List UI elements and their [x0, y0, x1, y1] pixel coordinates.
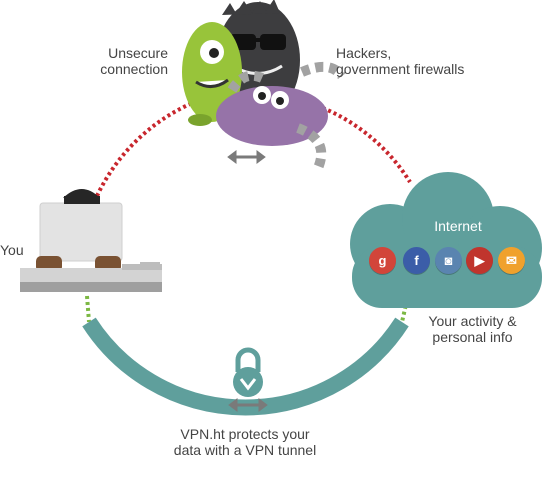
secure-link-right	[400, 299, 409, 323]
top-double-arrow	[227, 150, 266, 164]
vpn-protects-label: VPN.ht protects your data with a VPN tun…	[165, 426, 325, 458]
unsecure-line-2: connection	[100, 61, 168, 77]
computer-with-user	[20, 189, 162, 292]
email-icon: ✉	[498, 247, 525, 274]
hackers-line-1: Hackers,	[336, 45, 392, 61]
protects-line-1: VPN.ht protects your	[180, 426, 310, 442]
hackers-label: Hackers, government firewalls	[336, 45, 464, 77]
hackers-line-2: government firewalls	[336, 61, 465, 77]
vpn-tunnel	[82, 317, 409, 416]
lock-icon	[233, 347, 263, 397]
youtube-icon: ▶	[466, 247, 493, 274]
internet-cloud	[350, 172, 542, 308]
internet-label: Internet	[434, 218, 482, 234]
unsecure-arc-left	[95, 102, 191, 197]
activity-line-2: personal info	[432, 329, 513, 345]
activity-line-1: Your activity &	[428, 313, 517, 329]
activity-label: Your activity & personal info	[420, 313, 525, 345]
unsecure-line-1: Unsecure	[108, 45, 168, 61]
secure-link-left	[85, 295, 91, 323]
google-icon: g	[369, 247, 396, 274]
bottom-double-arrow	[228, 398, 268, 412]
facebook-icon: f	[403, 247, 430, 274]
hacker-monsters	[182, 0, 346, 170]
you-label: You	[0, 242, 24, 258]
unsecure-connection-label: Unsecure connection	[100, 45, 168, 77]
instagram-icon: ◙	[435, 247, 462, 274]
protects-line-2: data with a VPN tunnel	[173, 442, 317, 458]
